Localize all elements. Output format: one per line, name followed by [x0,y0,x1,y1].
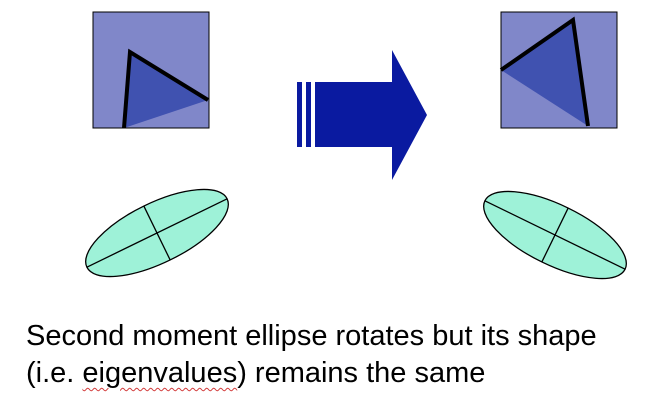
arrow-stripe-2 [306,82,311,147]
rotated-ellipse-group [483,190,627,280]
caption-flagged-word: eigenvalues [82,357,238,389]
rotated-shape-group [499,11,618,129]
caption-line-1: Second moment ellipse rotates but its sh… [26,320,597,352]
arrow-stripe-1 [297,82,302,147]
original-triangle-fill [124,52,208,128]
rotation-diagram [85,11,627,280]
original-ellipse-group [85,188,229,278]
original-shape-group [92,11,210,129]
transform-arrow [297,50,427,180]
caption: Second moment ellipse rotates but its sh… [26,318,662,392]
rotated-minor-axis [541,207,569,263]
caption-line-2: (i.e. eigenvalues) remains the same [26,355,662,392]
original-triangle-edges [122,48,210,129]
rotated-triangle-fill [501,20,588,126]
caption-line-2-suffix: ) remains the same [237,357,486,389]
rotated-triangle-edges [499,16,590,127]
right-arrow-icon [315,50,427,180]
caption-line-2-prefix: (i.e. [26,357,83,389]
original-minor-axis [143,205,171,261]
